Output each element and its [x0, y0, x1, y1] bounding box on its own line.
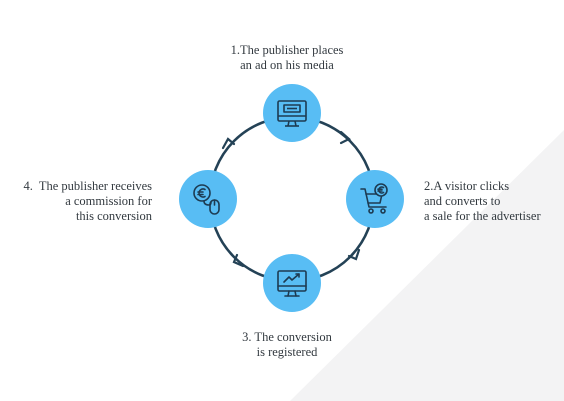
background-shape [290, 130, 564, 401]
step-2-line-3: a sale for the advertiser [424, 209, 541, 223]
node-publisher-ad [263, 84, 321, 142]
step-4-line-3: this conversion [75, 209, 152, 223]
step-4-label: 4. The publisher receives a commission f… [0, 179, 152, 224]
node-conversion-registered [263, 254, 321, 312]
step-1-label: 1.The publisher places an ad on his medi… [182, 43, 392, 73]
step-2-line-1: 2.A visitor clicks [424, 179, 510, 193]
shopping-cart-euro-icon [360, 183, 388, 214]
step-3-line-1: 3. The conversion [242, 330, 332, 344]
euro-coin-mouse-icon [193, 184, 220, 215]
step-2-label: 2.A visitor clicks and converts to a sal… [424, 179, 541, 224]
monitor-chart-icon [277, 270, 307, 297]
step-4-line-1: 4. The publisher receives [23, 179, 152, 193]
arrow-icon [347, 248, 361, 261]
step-1-line-2: an ad on his media [240, 58, 334, 72]
node-visitor-converts [346, 170, 404, 228]
step-1-line-1: 1.The publisher places [230, 43, 344, 57]
monitor-ad-icon [277, 100, 307, 127]
step-3-label: 3. The conversion is registered [182, 330, 392, 360]
node-commission [179, 170, 237, 228]
step-4-line-2: a commission for [65, 194, 152, 208]
arrow-icon [232, 253, 245, 268]
step-3-line-2: is registered [256, 345, 318, 359]
arrow-icon [339, 130, 351, 145]
arrow-icon [221, 137, 236, 150]
step-2-line-2: and converts to [424, 194, 501, 208]
